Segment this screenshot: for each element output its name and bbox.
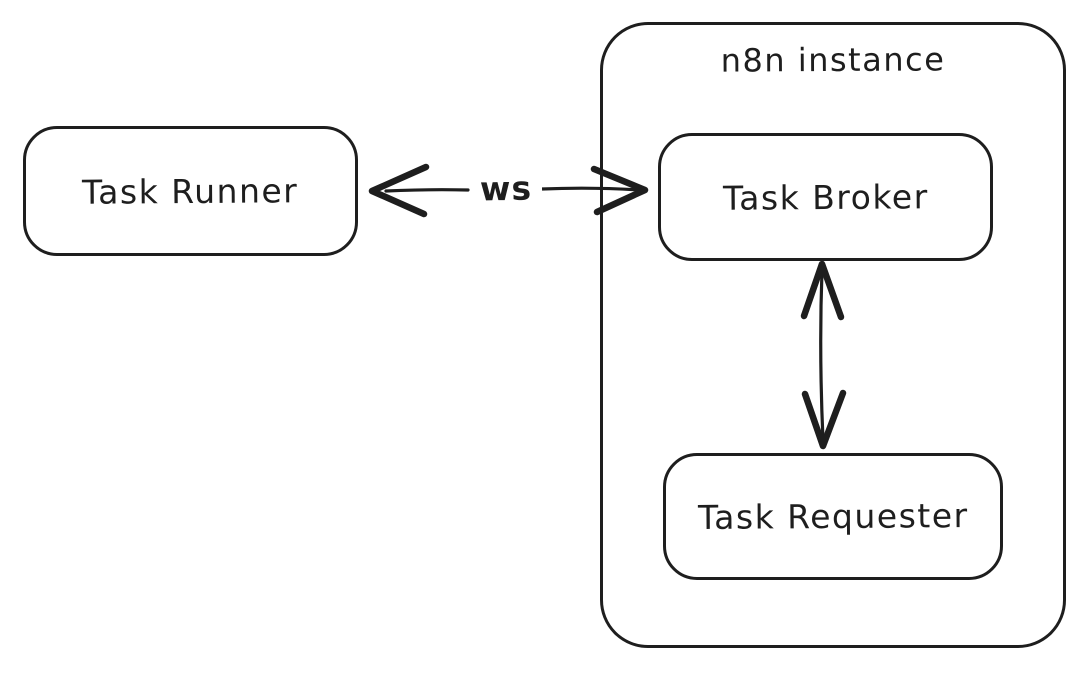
node-task-broker-label: Task Broker — [722, 176, 929, 218]
container-n8n-instance-title: n8n instance — [720, 40, 946, 80]
node-task-requester-label: Task Requester — [697, 496, 969, 537]
node-task-runner: Task Runner — [23, 126, 358, 256]
container-n8n-instance: n8n instance Task Broker Task Requester — [600, 22, 1066, 648]
node-task-requester: Task Requester — [663, 453, 1003, 580]
node-task-runner-label: Task Runner — [82, 170, 299, 212]
arrowhead-left-icon — [368, 163, 430, 218]
node-task-broker: Task Broker — [658, 133, 993, 261]
edge-ws-label: ws — [469, 168, 543, 209]
